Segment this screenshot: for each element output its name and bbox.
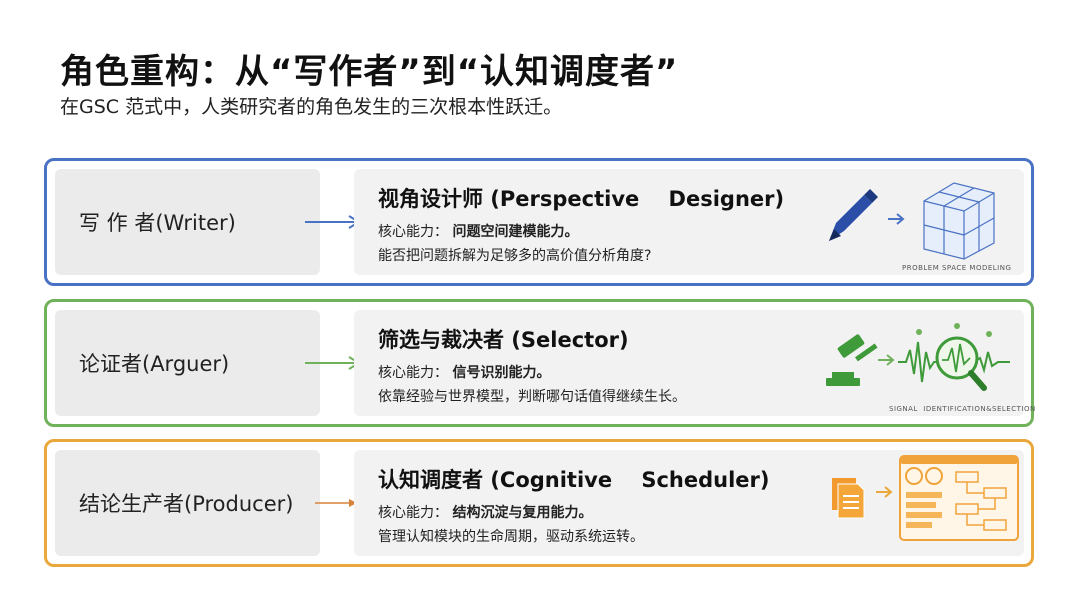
role-description: 管理认知模块的生命周期，驱动系统运转。 [378, 529, 644, 545]
page-title: 角色重构：从“写作者”到“认知调度者” [60, 52, 679, 92]
role-card-writer: 写 作 者(Writer) 视角设计师 (Perspective Designe… [44, 158, 1034, 286]
core-ability-label: 核心能力： [378, 224, 448, 240]
core-ability-label: 核心能力： [378, 505, 448, 521]
to-role-title: 认知调度者 (Cognitive Scheduler) [378, 468, 770, 492]
from-role-label: 结论生产者(Producer) [79, 492, 294, 516]
document-icon [832, 478, 865, 519]
pen-icon [829, 189, 878, 241]
core-ability: 核心能力： 结构沉淀与复用能力。 [378, 502, 592, 522]
role-card-producer: 结论生产者(Producer) 认知调度者 (Cognitive Schedul… [44, 439, 1034, 567]
to-role-box: 认知调度者 (Cognitive Scheduler) 核心能力： 结构沉淀与复… [354, 450, 1024, 556]
illustration-caption: SIGNAL IDENTIFICATION&SELECTION [889, 405, 1036, 413]
gavel-signal-illustration [826, 323, 1010, 391]
to-role-title: 视角设计师 (Perspective Designer) [378, 187, 785, 211]
magnifier-icon [935, 336, 987, 391]
cube-icon [923, 182, 995, 260]
gavel-icon [826, 334, 878, 386]
to-role-title: 筛选与裁决者 (Selector) [378, 328, 629, 352]
to-role-box: 视角设计师 (Perspective Designer) 核心能力： 问题空间建… [354, 169, 1024, 275]
small-arrow-icon [888, 213, 905, 225]
small-arrow-icon [878, 354, 895, 366]
from-role-box: 论证者(Arguer) [55, 310, 320, 416]
core-ability-label: 核心能力： [378, 365, 448, 381]
core-ability-value: 结构沉淀与复用能力。 [452, 505, 593, 521]
core-ability: 核心能力： 问题空间建模能力。 [378, 221, 578, 241]
small-arrow-icon [876, 486, 893, 498]
signal-wave-icon [898, 323, 1010, 383]
pen-cube-illustration [829, 182, 995, 260]
illustration-caption: PROBLEM SPACE MODELING [902, 264, 1012, 272]
dashboard-icon [899, 455, 1019, 541]
role-description: 依靠经验与世界模型，判断哪句话值得继续生长。 [378, 389, 686, 405]
right-arrow-icon [315, 499, 357, 507]
role-description: 能否把问题拆解为足够多的高价值分析角度? [378, 248, 652, 264]
core-ability-value: 问题空间建模能力。 [452, 224, 579, 240]
core-ability: 核心能力： 信号识别能力。 [378, 362, 550, 382]
page-subtitle: 在GSC 范式中，人类研究者的角色发生的三次根本性跃迁。 [60, 96, 563, 118]
from-role-box: 结论生产者(Producer) [55, 450, 320, 556]
from-role-label: 写 作 者(Writer) [79, 211, 236, 235]
document-dashboard-illustration [832, 455, 1019, 541]
role-card-arguer: 论证者(Arguer) 筛选与裁决者 (Selector) 核心能力： 信号识别… [44, 299, 1035, 427]
from-role-label: 论证者(Arguer) [79, 352, 230, 376]
from-role-box: 写 作 者(Writer) [55, 169, 320, 275]
core-ability-value: 信号识别能力。 [452, 365, 551, 381]
to-role-box: 筛选与裁决者 (Selector) 核心能力： 信号识别能力。 依靠经验与世界模… [354, 310, 1035, 416]
